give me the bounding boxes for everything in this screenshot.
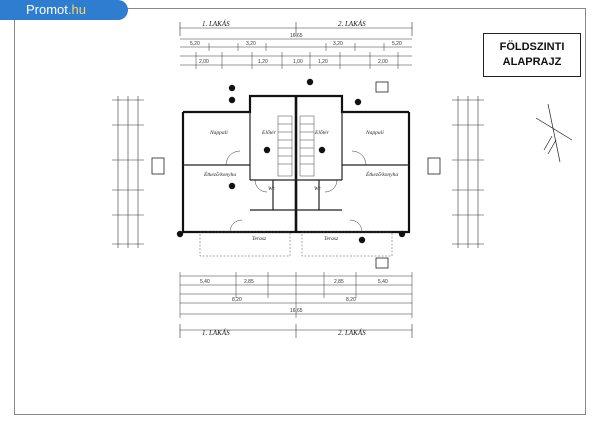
exterior-walls bbox=[181, 94, 411, 234]
room-dining-left: Étkező/konyha bbox=[203, 170, 236, 178]
room-hall-right: Előtér bbox=[314, 129, 330, 136]
drawing-sheet: FÖLDSZINTI ALAPRAJZ bbox=[14, 8, 586, 415]
bottom-dim-3: 2,85 bbox=[334, 279, 344, 285]
room-hall-left: Előtér bbox=[261, 129, 277, 136]
room-terrace-left: Terasz bbox=[252, 236, 267, 242]
bottom-dim-6: 8,20 bbox=[346, 297, 356, 303]
room-wc-right: Wc bbox=[314, 186, 322, 192]
side-entrances bbox=[151, 81, 441, 269]
unit-label-top-right: 2. LAKÁS bbox=[338, 20, 366, 28]
top-dimensions bbox=[179, 22, 413, 69]
terraces bbox=[199, 231, 393, 257]
unit-label-bottom-right: 2. LAKÁS bbox=[338, 329, 366, 337]
bottom-dim-5: 8,20 bbox=[232, 297, 242, 303]
top-dim-3: 3,20 bbox=[333, 41, 343, 47]
top-dim-1: 5,20 bbox=[190, 41, 200, 47]
right-side-dimensions bbox=[452, 96, 484, 248]
room-terrace-right: Terasz bbox=[324, 236, 339, 242]
top-dim-6: 1,20 bbox=[258, 59, 268, 65]
top-dim-4: 5,20 bbox=[392, 41, 402, 47]
title-line-2: ALAPRAJZ bbox=[502, 56, 562, 68]
bottom-total-dim: 16,65 bbox=[290, 308, 303, 314]
top-dim-5: 2,00 bbox=[199, 59, 209, 65]
room-wc-left: Wc bbox=[268, 186, 276, 192]
title-box: FÖLDSZINTI ALAPRAJZ bbox=[483, 33, 581, 77]
bottom-dimensions bbox=[179, 272, 413, 338]
bottom-dim-2: 2,85 bbox=[244, 279, 254, 285]
bottom-dim-1: 5,40 bbox=[200, 279, 210, 285]
stairs bbox=[277, 115, 315, 177]
unit-label-top-left: 1. LAKÁS bbox=[202, 20, 230, 28]
room-living-right: Nappali bbox=[365, 130, 384, 136]
room-dining-right: Étkező/konyha bbox=[365, 170, 398, 178]
level-markers bbox=[176, 78, 406, 244]
top-dim-2: 3,20 bbox=[246, 41, 256, 47]
bottom-dim-4: 5,40 bbox=[378, 279, 388, 285]
top-dim-9: 2,00 bbox=[378, 59, 388, 65]
promot-logo[interactable]: Promot.hu bbox=[0, 0, 128, 20]
logo-brand: Promot bbox=[26, 2, 68, 17]
north-arrow-icon bbox=[535, 103, 573, 163]
unit-label-bottom-left: 1. LAKÁS bbox=[202, 329, 230, 337]
top-total-dim: 16,65 bbox=[290, 33, 303, 39]
room-living-left: Nappali bbox=[209, 130, 228, 136]
logo-tld: .hu bbox=[67, 2, 86, 17]
top-dim-7: 1,00 bbox=[293, 59, 303, 65]
top-dim-8: 1,20 bbox=[318, 59, 328, 65]
interior-walls bbox=[183, 112, 409, 211]
title-line-1: FÖLDSZINTI bbox=[499, 41, 565, 53]
doors bbox=[225, 150, 367, 233]
left-side-dimensions bbox=[112, 96, 144, 248]
